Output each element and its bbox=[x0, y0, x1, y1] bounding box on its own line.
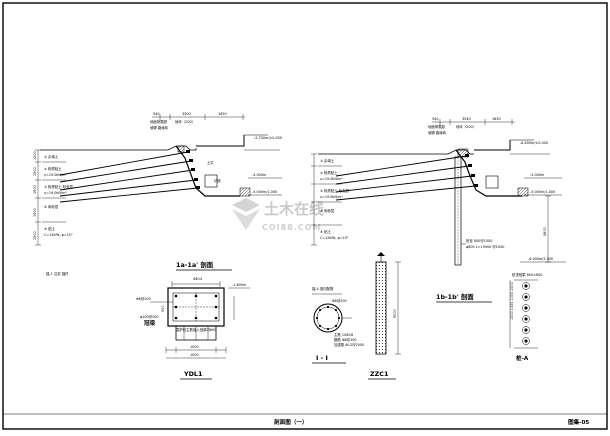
right-dim-side: 5800 bbox=[543, 227, 547, 236]
left-top-note-2: 地坪（200） bbox=[175, 119, 195, 124]
left-anchor-note: 锚-1 注浆 锚杆 bbox=[46, 271, 69, 276]
pile-row: 桩顶冠梁 800×600 1000 1000 1000 1000 桩-A bbox=[509, 272, 542, 362]
left-top-note-3: 坡脚 路缘砖 bbox=[150, 125, 169, 130]
watermark: 土木在线 COI88.COM bbox=[232, 198, 324, 232]
right-pile-note-2: φ800 L=19000 @1000 bbox=[466, 245, 504, 249]
left-dim-top-2: 3300 bbox=[182, 112, 191, 116]
i-note-5: 加强筋 Φ12@2000 bbox=[334, 342, 364, 347]
section-i-i: 锚-4 竖向配筋 Φ8@200 主筋 10Φ16 箍筋 Φ8@200 加强筋 Φ… bbox=[312, 286, 364, 364]
pile-row-title: 桩-A bbox=[516, 354, 529, 362]
right-soil-3: γ=19.0kN/m³ bbox=[320, 177, 343, 181]
ydl-note: 围护桩主筋锚入冠梁内600 bbox=[176, 327, 216, 332]
i-note-1: 锚-4 竖向配筋 bbox=[312, 286, 334, 291]
right-top-note-3: 坡脚 路缘砖 bbox=[428, 130, 447, 135]
zzc-dim-1: 9000 bbox=[393, 309, 397, 318]
right-dim-top-2: 3540 bbox=[462, 117, 471, 121]
ydl-dim-v: 500 bbox=[161, 306, 165, 312]
i-note-2: Φ8@200 bbox=[332, 299, 347, 303]
left-dim-v-4: 1900 bbox=[33, 208, 37, 217]
sheet-title: 剖面图（一） bbox=[274, 418, 308, 426]
right-top-note-2: 地坪（200） bbox=[456, 124, 476, 129]
i-title: I - I bbox=[316, 354, 328, 362]
right-soil-4: ③ 粉质粘土 砂夹层 bbox=[320, 188, 350, 193]
left-elev-top: -2.700m/±0.000 bbox=[254, 136, 282, 140]
left-soil-2: ② 粉质粘土 bbox=[44, 166, 62, 171]
right-soil-2: ② 粉质粘土 bbox=[320, 170, 338, 175]
left-soil-6: ④ 砾砂层 bbox=[44, 204, 59, 209]
svg-text:-1.600m: -1.600m bbox=[232, 283, 247, 287]
left-soil-5: γ=19.0kN/m³ bbox=[44, 191, 67, 195]
right-elev-mid: -5.000m bbox=[530, 173, 545, 177]
svg-text:坑底: 坑底 bbox=[214, 178, 221, 183]
left-soil-8: C=15kPa, φ=15° bbox=[44, 233, 73, 237]
left-section-title: 1a-1a' 剖面 bbox=[176, 260, 214, 269]
left-dim-v-1: 1200 bbox=[33, 151, 37, 160]
right-soil-1: ① 杂填土 bbox=[320, 158, 335, 163]
ydl-dim-2: 1000 bbox=[190, 353, 199, 357]
ydl-title: YDL1 bbox=[183, 370, 202, 378]
left-dim-v-3: 1900 bbox=[33, 185, 37, 194]
left-elev-bot: -5.000m/1.000 bbox=[252, 190, 277, 194]
watermark-url: COI88.COM bbox=[262, 223, 321, 232]
left-soil-7: ⑤ 粘土 bbox=[44, 226, 56, 231]
left-soil-1: ① 杂填土 bbox=[44, 154, 59, 159]
right-elev-low: -8.000m/1.000 bbox=[528, 257, 553, 261]
i-note-3: 主筋 10Φ16 bbox=[334, 332, 353, 337]
zzc-title: ZZC1 bbox=[370, 370, 388, 378]
left-dim-v-5: 1900 bbox=[33, 231, 37, 240]
right-dim-top-1: 540 bbox=[432, 117, 438, 121]
watermark-brand: 土木在线 bbox=[264, 200, 324, 218]
zzc1-column: 9000 ZZC1 bbox=[368, 252, 401, 380]
right-soil-6: ④ 砾砂层 bbox=[320, 208, 335, 213]
ydl1-detail: 4Φ14 Φ8@200 冠梁 φ100@200 500 -1.600m 围护桩主… bbox=[136, 277, 250, 380]
ydl-left-label: 冠梁 bbox=[144, 319, 156, 327]
pile-row-note: 桩顶冠梁 800×600 bbox=[512, 272, 542, 277]
left-soil-4: ③ 粉质粘土 砂夹层 bbox=[44, 184, 74, 189]
right-soil-8: C=15kPa, φ=15° bbox=[320, 236, 349, 240]
left-dim-top-3: 1650 bbox=[218, 112, 227, 116]
left-elev-mid: -5.000m bbox=[252, 173, 267, 177]
left-top-note-1: 地面荷载超 bbox=[150, 119, 168, 124]
right-pile-note: 桩径 800@1000 bbox=[466, 238, 492, 243]
left-soil-3: γ=19.0kN/m³ bbox=[44, 173, 67, 177]
svg-text:1000 1000 1000 1000: 1000 1000 1000 1000 bbox=[510, 282, 514, 320]
right-soil-7: ⑤ 粘土 bbox=[320, 229, 332, 234]
left-dim-top-1: 540 bbox=[153, 112, 159, 116]
right-soil-5: γ=19.0kN/m³ bbox=[320, 195, 343, 199]
section-left: 地面荷载超 地坪（200） 坡脚 路缘砖 540 3300 1650 bbox=[33, 112, 282, 276]
i-note-4: 箍筋 Φ8@200 bbox=[334, 337, 357, 342]
right-elev-bot: -5.000m/1.000 bbox=[530, 190, 555, 194]
svg-text:土钉: 土钉 bbox=[207, 160, 214, 165]
left-dim-v-2: 1900 bbox=[33, 167, 37, 176]
right-dim-top-3: 1650 bbox=[492, 117, 501, 121]
ydl-beam-note: 4Φ14 bbox=[193, 277, 202, 281]
svg-text:φ100@200: φ100@200 bbox=[140, 315, 159, 319]
ydl-side-note: Φ8@200 bbox=[136, 297, 151, 301]
sheet-border bbox=[2, 2, 608, 430]
drawing-number: 图集-05 bbox=[568, 418, 589, 426]
section-right: 地面荷载超 地坪（200） 坡脚 路缘砖 540 3540 1650 bbox=[311, 117, 566, 303]
right-top-note-1: 地面荷载超 bbox=[428, 124, 446, 129]
ydl-dim-1: 1000 bbox=[190, 345, 199, 349]
right-elev-top: -8.400m/±0.000 bbox=[520, 141, 548, 145]
right-section-title: 1b-1b' 剖面 bbox=[436, 292, 474, 301]
